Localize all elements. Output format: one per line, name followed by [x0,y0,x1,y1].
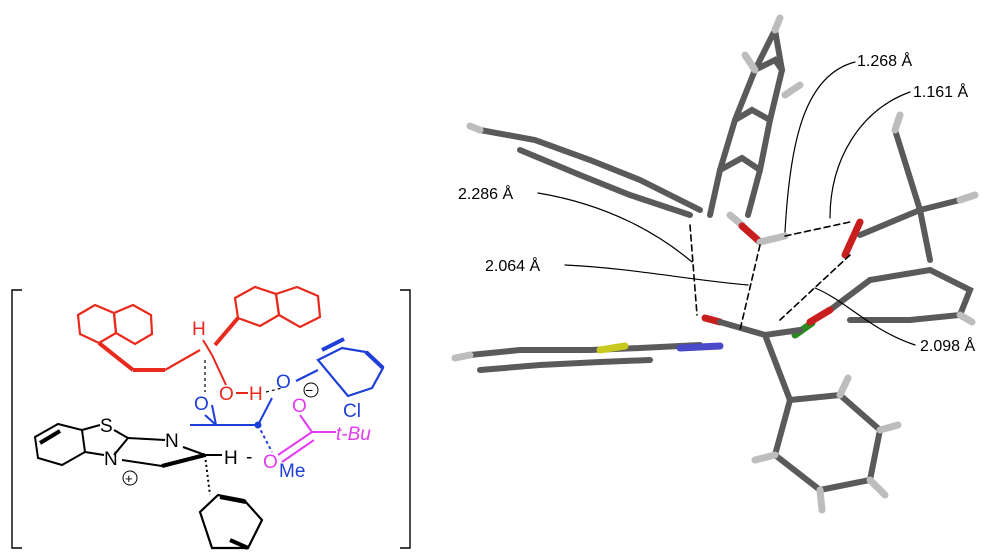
atom-o-lower: O [263,452,278,473]
right-bracket [400,289,411,549]
dash-mark: - [246,447,252,468]
model-phenyl [771,391,884,494]
atom-s: S [100,416,113,437]
atom-h-bridge: H [249,384,263,405]
atom-o-phenoxy: O [276,372,291,393]
model-benzothiazole [467,342,703,373]
model-hydroxyl [738,222,789,246]
carbinol-bonds [202,339,227,386]
amide-backbone [190,397,273,453]
minus-charge: − [305,382,313,398]
distance-1161: 1.161 Å [913,82,968,101]
atom-n-ring: N [104,449,118,470]
label-tbu: t-Bu [336,424,371,445]
left-bracket [11,289,22,549]
distance-2286: 2.286 Å [458,184,513,203]
hbond-h-o [265,387,283,393]
imidazoline-ring [121,446,222,496]
distance-2064: 2.064 Å [485,256,540,275]
atom-h-stereo: H [224,448,238,469]
chlorophenyl-ring [295,337,385,398]
model-carbonyl [841,218,864,259]
naphthyl-left [76,303,201,372]
stick-model: 1.268 Å 1.161 Å 2.286 Å 2.064 Å 2.098 Å [451,14,979,514]
distance-2098: 2.098 Å [920,336,975,355]
minus-charge-ring [303,382,319,398]
enolate-bonds [277,414,336,463]
naphthyl-right [213,285,322,347]
atom-o-right: O [219,384,234,405]
atom-o-left: O [194,394,209,415]
stereocenter-dot [254,421,262,429]
model-h-atoms-bottom [451,111,979,514]
model-sulfur [596,342,629,354]
label-me: Me [279,461,305,482]
transition-state-scheme: H O O H O Cl O − [11,285,411,550]
model-nitrogen [676,342,724,352]
benzothiazole-ring [33,422,166,467]
model-tbu [857,127,963,263]
distance-1268: 1.268 Å [857,51,912,70]
leader-lines [537,61,916,346]
model-naphthyl-left [477,127,703,218]
atom-cl: Cl [343,401,361,422]
plus-charge-ring [122,470,138,486]
model-aryl-ring [827,266,974,323]
model-o-aryl [806,306,834,326]
model-interaction-dashes [689,221,851,331]
phenyl-bottom [198,493,264,550]
atom-h-top: H [192,319,206,340]
model-backbone [717,319,803,403]
atom-n-amide: N [165,431,179,452]
atom-o-enolate: O [292,396,307,417]
plus-charge: + [125,471,133,486]
model-h-atoms-top [466,14,804,229]
